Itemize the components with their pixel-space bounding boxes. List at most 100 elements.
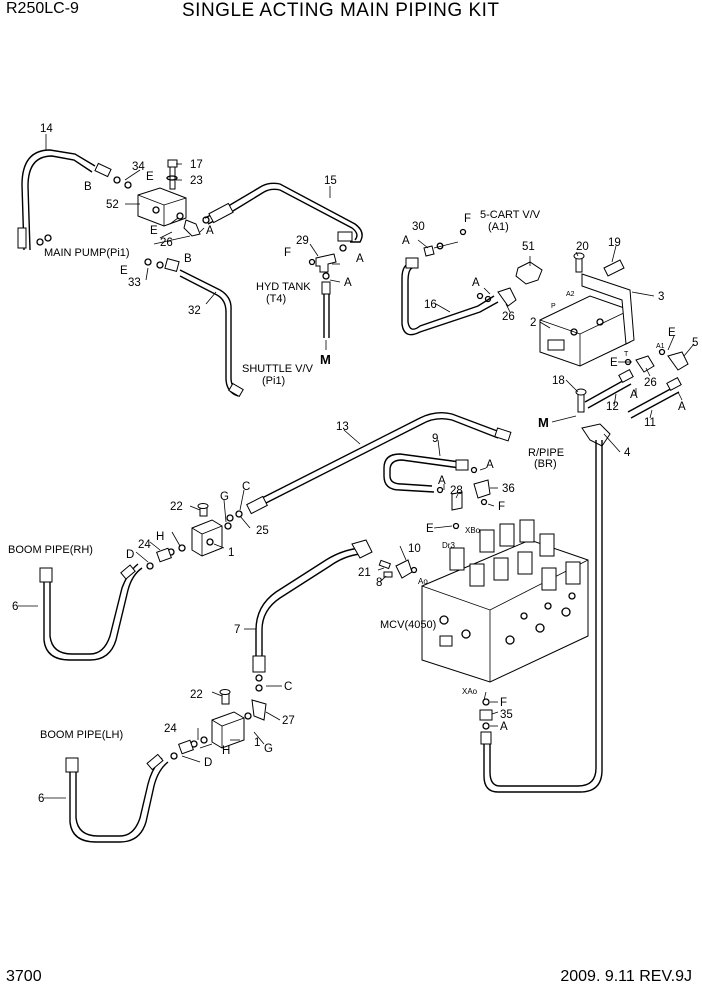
bolt-17 <box>167 159 178 168</box>
callout: 16 <box>424 299 437 311</box>
callout: 33 <box>128 277 141 289</box>
callout: 8 <box>376 577 382 589</box>
callout: F <box>500 697 507 709</box>
valve-block-52 <box>137 187 187 227</box>
callout: F <box>498 501 505 513</box>
label-shuttle-valve: SHUTTLE V/V <box>242 363 314 375</box>
callout: 26 <box>502 311 515 323</box>
callout: E <box>150 225 158 237</box>
callout: A <box>438 475 446 487</box>
hose-13 <box>261 411 501 505</box>
callout: 22 <box>190 689 203 701</box>
bolt-21 <box>378 559 392 570</box>
model-code: R250LC-9 <box>6 0 79 17</box>
callout: 6 <box>12 601 18 613</box>
label-xbo: XBo <box>465 526 481 535</box>
o-ring <box>36 238 44 246</box>
leader-lines <box>18 134 695 799</box>
label-p-port: P <box>551 303 556 310</box>
callout: E <box>146 171 154 183</box>
pipe-to-mcv <box>483 440 603 793</box>
callout: C <box>284 681 292 693</box>
callout: E <box>120 265 128 277</box>
label-t4: (T4) <box>266 293 286 305</box>
callout: 14 <box>40 123 53 135</box>
callout: A <box>206 225 214 237</box>
callout: A <box>630 389 638 401</box>
callout: 26 <box>644 377 657 389</box>
hose-32 <box>179 269 241 397</box>
callout: 19 <box>608 237 621 249</box>
callout: E <box>426 523 434 535</box>
valve-51 <box>515 261 543 285</box>
callout: A <box>344 277 352 289</box>
label-boom-pipe-rh: BOOM PIPE(RH) <box>8 544 93 556</box>
callout: A <box>472 277 480 289</box>
label-a2-port: A2 <box>566 291 575 298</box>
callout: 20 <box>576 241 589 253</box>
hose-7 <box>255 547 361 660</box>
hose-end-fitting <box>17 227 27 249</box>
elbow-36 <box>473 479 491 499</box>
label-boom-pipe-lh: BOOM PIPE(LH) <box>40 729 123 741</box>
callout: 23 <box>190 175 203 187</box>
elbow-26 <box>497 287 517 307</box>
label-br: (BR) <box>534 458 557 470</box>
label-xao: XAo <box>462 687 478 696</box>
callout: E <box>610 357 618 369</box>
callout: A <box>500 721 508 733</box>
callout: 3 <box>658 291 664 303</box>
callout: 4 <box>624 447 631 459</box>
fitting-27 <box>251 699 267 721</box>
callout: H <box>222 745 230 757</box>
callout: 22 <box>170 501 183 513</box>
callout: 15 <box>324 175 337 187</box>
callout: C <box>242 481 250 493</box>
callout: 27 <box>282 715 295 727</box>
callout: 35 <box>500 709 513 721</box>
callout: 26 <box>160 237 173 249</box>
bracket-3 <box>581 273 635 345</box>
callout: 17 <box>190 159 203 171</box>
callout: E <box>668 327 676 339</box>
callout: 2 <box>530 317 536 329</box>
label-pi1: (Pi1) <box>262 375 285 387</box>
washer-23 <box>166 175 178 181</box>
callout: 9 <box>432 433 438 445</box>
callout: 24 <box>164 723 177 735</box>
flange-10 <box>395 559 413 579</box>
callout: 30 <box>412 221 425 233</box>
elbow-5 <box>667 351 689 371</box>
block-1-upper <box>191 519 223 557</box>
tee-fitting-29 <box>315 253 337 273</box>
callout: 25 <box>256 525 269 537</box>
fitting-19 <box>603 259 625 277</box>
callout: 18 <box>552 375 565 387</box>
label-a1: (A1) <box>488 221 509 233</box>
callout: 1 <box>254 737 260 749</box>
washer-8 <box>383 571 393 578</box>
hose-16 <box>401 261 499 336</box>
callout: F <box>464 213 471 225</box>
label-m-1: M <box>320 352 331 367</box>
callout: 10 <box>408 543 421 555</box>
hose-6-lower <box>69 757 169 843</box>
callout: 32 <box>188 305 201 317</box>
label-dr3: Dr3 <box>442 541 455 550</box>
label-hyd-tank: HYD TANK <box>256 281 311 293</box>
hose-end-fitting <box>39 567 53 583</box>
callout: 21 <box>358 567 371 579</box>
o-ring <box>44 234 52 242</box>
callout: B <box>184 253 192 265</box>
fitting-30 <box>423 245 435 257</box>
hose-end-fitting <box>65 757 79 773</box>
callout: 24 <box>138 539 151 551</box>
o-ring <box>113 176 121 184</box>
label-mcv: MCV(4050) <box>380 619 436 631</box>
fitting <box>94 162 112 178</box>
label-a1-port: A1 <box>656 343 665 350</box>
callout: 11 <box>644 417 656 429</box>
callout: 1 <box>228 547 234 559</box>
hose-12 <box>584 377 632 409</box>
label-t-port: T <box>624 351 629 358</box>
